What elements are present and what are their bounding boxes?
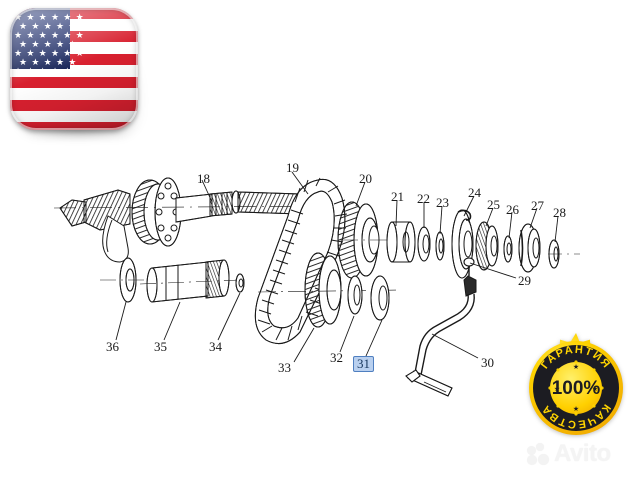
- badge-center-stars: ★ ★ ★ ★: [554, 363, 598, 413]
- badge-center-text: 100%: [552, 378, 601, 399]
- callout-30[interactable]: 30: [481, 355, 494, 370]
- part-23-snap-ring: [435, 231, 445, 261]
- callout-32[interactable]: 32: [330, 350, 343, 365]
- callout-18[interactable]: 18: [197, 171, 210, 186]
- callout-23[interactable]: 23: [436, 195, 449, 210]
- part-34-small-ring: [235, 273, 245, 293]
- callout-31-selected[interactable]: 31: [353, 356, 374, 372]
- part-28-retaining-ring: [548, 239, 580, 269]
- part-36-washer: [100, 257, 150, 303]
- part-32-washer: [347, 275, 363, 315]
- part-33-sprocket: [257, 252, 401, 328]
- quality-guarantee-badge: ★ ★ ★ ★ ГАРАНТИЯ КАЧЕСТВА 100%: [519, 331, 633, 445]
- callout-28[interactable]: 28: [553, 205, 566, 220]
- badge-center-disc: [550, 362, 602, 414]
- part-30-oil-spray-tube: [405, 275, 477, 397]
- part-20-sprocket: [337, 201, 400, 279]
- usa-flag-icon: ★ ★ ★ ★ ★ ★ ★ ★ ★ ★ ★ ★ ★ ★ ★ ★ ★ ★ ★ ★ …: [6, 5, 146, 138]
- callout-24[interactable]: 24: [468, 185, 481, 200]
- callout-26[interactable]: 26: [506, 202, 519, 217]
- flag-stars: ★ ★ ★ ★ ★ ★ ★ ★ ★ ★ ★ ★ ★ ★ ★ ★ ★ ★ ★ ★ …: [14, 12, 85, 76]
- part-26-washer: [503, 235, 513, 263]
- badge-dot-ring: [548, 360, 604, 416]
- part-22-washer: [417, 226, 431, 262]
- part-27-ball-bearing: [518, 223, 541, 273]
- callout-22[interactable]: 22: [417, 191, 430, 206]
- callout-34[interactable]: 34: [209, 339, 222, 354]
- callout-33[interactable]: 33: [278, 360, 291, 375]
- callout-29[interactable]: 29: [518, 273, 531, 288]
- flag-body: ★ ★ ★ ★ ★ ★ ★ ★ ★ ★ ★ ★ ★ ★ ★ ★ ★ ★ ★ ★ …: [10, 8, 138, 130]
- part-24-bearing-with-clip: [451, 209, 474, 279]
- callout-21[interactable]: 21: [391, 189, 404, 204]
- callout-36[interactable]: 36: [106, 339, 119, 354]
- part-crankshaft-assembly: [53, 177, 331, 263]
- svg-text:★: ★: [573, 405, 579, 413]
- svg-text:★: ★: [554, 385, 560, 393]
- callout-19[interactable]: 19: [286, 160, 299, 175]
- callout-25[interactable]: 25: [487, 197, 500, 212]
- part-21-roller-bearing: [386, 221, 416, 263]
- part-31-washer: [370, 275, 390, 321]
- avito-logo-icon: [527, 443, 551, 465]
- part-29-bolt: [463, 257, 475, 276]
- svg-text:★: ★: [573, 363, 579, 371]
- svg-text:★: ★: [592, 385, 598, 393]
- avito-wordmark: Avito: [554, 440, 611, 467]
- part-timing-chain: [254, 177, 348, 345]
- avito-watermark: Avito: [527, 437, 635, 471]
- part-25-roller-bearing: [475, 221, 499, 271]
- callout-35[interactable]: 35: [154, 339, 167, 354]
- callout-27[interactable]: 27: [531, 198, 544, 213]
- callout-20[interactable]: 20: [359, 171, 372, 186]
- exploded-parts-diagram: 18 19 20 21 22 23 24 25 26 27 28 29 30 3…: [0, 150, 640, 405]
- flag-canton: ★ ★ ★ ★ ★ ★ ★ ★ ★ ★ ★ ★ ★ ★ ★ ★ ★ ★ ★ ★ …: [10, 8, 85, 76]
- part-35-balance-shaft: [139, 259, 241, 303]
